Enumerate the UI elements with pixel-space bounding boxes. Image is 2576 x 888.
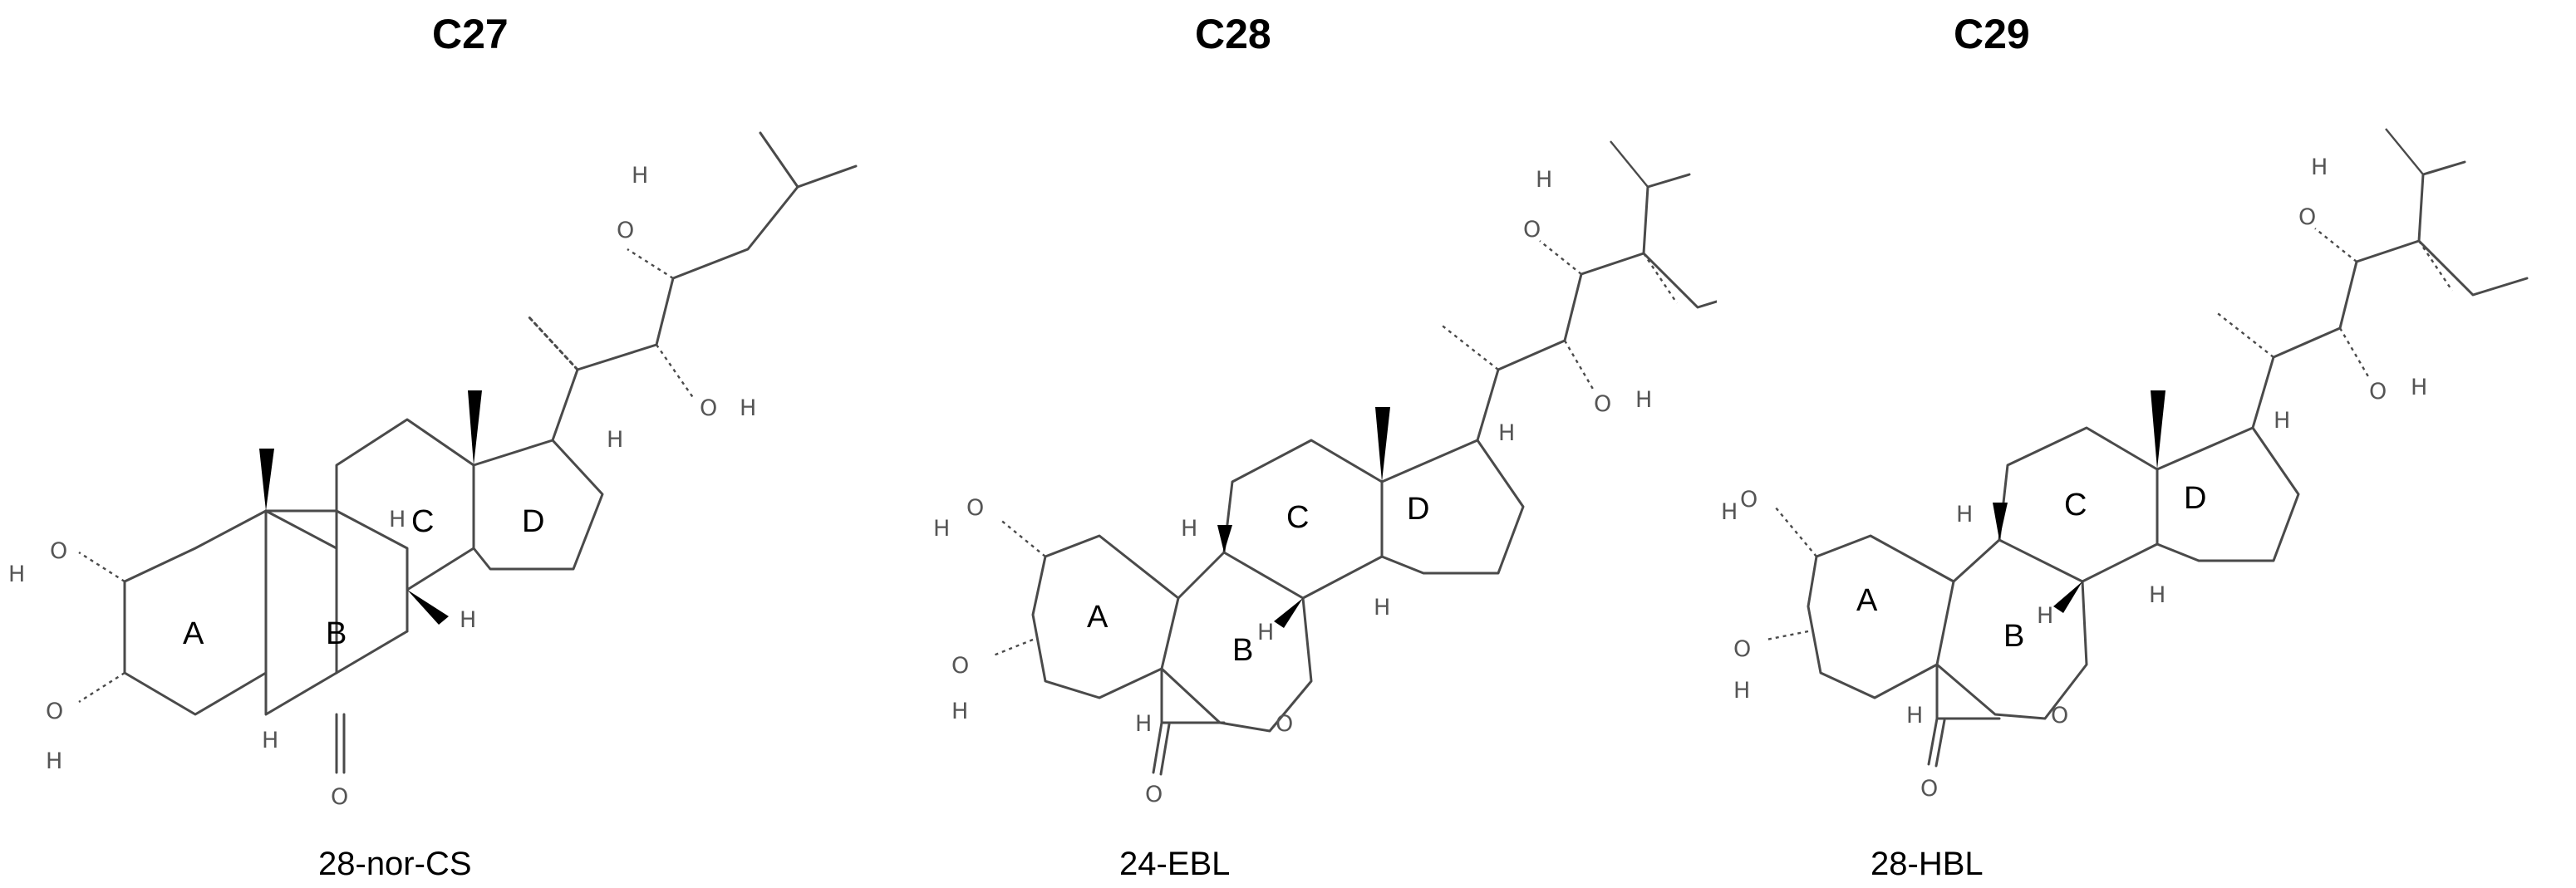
oxygen-atom-label: O (2298, 204, 2316, 230)
oxygen-atom-label: O (1740, 487, 1757, 513)
hydrogen-atom-label: H (1135, 711, 1152, 737)
hydrogen-atom-label: H (1906, 703, 1923, 729)
oxygen-atom-label: O (951, 653, 969, 679)
ring-label-c: C (411, 504, 434, 539)
ring-label-d: D (1407, 492, 1429, 527)
hydrogen-atom-label: H (2037, 603, 2053, 629)
hydrogen-atom-label: H (1635, 387, 1652, 413)
ring-label-c: C (2064, 488, 2087, 522)
hydrogen-atom-label: H (46, 748, 62, 774)
hydrogen-atom-label: H (262, 728, 278, 753)
hydrogen-atom-label: H (1956, 502, 1973, 527)
hydrogen-atom-label: H (2411, 375, 2427, 400)
ring-label-b: B (2003, 619, 2024, 654)
oxygen-atom-label: O (1145, 782, 1163, 807)
oxygen-atom-label: O (1920, 776, 1938, 802)
panel-title: C27 (432, 11, 509, 57)
panel-title: C28 (1195, 11, 1271, 57)
hydrogen-atom-label: H (951, 699, 968, 724)
ring-label-a: A (1856, 583, 1878, 618)
oxygen-atom-label: O (50, 538, 67, 564)
hydrogen-atom-label: H (8, 562, 25, 587)
hydrogen-atom-label: H (740, 395, 756, 421)
ring-label-b: B (1232, 633, 1253, 668)
hydrogen-atom-label: H (1181, 516, 1197, 542)
hydrogen-atom-label: H (1721, 499, 1738, 525)
ring-label-b: B (326, 616, 347, 651)
hydrogen-atom-label: H (460, 607, 476, 633)
oxygen-atom-label: O (46, 699, 63, 724)
oxygen-atom-label: O (1276, 711, 1293, 737)
structure-24-ebl: O O O H O H O H O H H H H H H A B C (933, 140, 1717, 807)
ring-label-a: A (183, 616, 204, 651)
oxygen-atom-label: O (966, 495, 984, 521)
panel-caption: 28-HBL (1871, 846, 1984, 882)
structure-28-hbl: O O O H O H O H O H H H H H H A B C (1721, 128, 2529, 802)
ring-label-c: C (1286, 500, 1309, 535)
hydrogen-atom-label: H (2311, 155, 2328, 180)
oxygen-atom-label: O (2369, 379, 2387, 405)
hydrogen-atom-label: H (607, 427, 623, 453)
ring-label-d: D (522, 504, 544, 539)
oxygen-atom-label: O (331, 784, 348, 810)
panel-title: C29 (1954, 11, 2030, 57)
oxygen-atom-label: O (1523, 217, 1541, 243)
molecule-panel-c29: C29 O O O H O H O H O (1717, 0, 2575, 888)
ring-label-d: D (2184, 481, 2206, 516)
ring-label-a: A (1087, 600, 1109, 635)
hydrogen-atom-label: H (933, 516, 950, 542)
oxygen-atom-label: O (617, 218, 634, 243)
hydrogen-atom-label: H (389, 507, 406, 532)
panel-caption: 24-EBL (1119, 846, 1231, 882)
oxygen-atom-label: O (1594, 391, 1611, 417)
oxygen-atom-label: O (2051, 703, 2068, 729)
panel-caption: 28-nor-CS (318, 846, 472, 882)
hydrogen-atom-label: H (1374, 595, 1390, 621)
oxygen-atom-label: O (700, 395, 717, 421)
hydrogen-atom-label: H (1498, 420, 1515, 446)
hydrogen-atom-label: H (1257, 620, 1274, 645)
hydrogen-atom-label: H (1536, 167, 1552, 193)
molecule-panel-c28: C28 O O O H O H O H O (858, 0, 1717, 888)
hydrogen-atom-label: H (1733, 678, 1750, 704)
hydrogen-atom-label: H (2149, 582, 2166, 608)
molecule-panel-c27: C27 O O H O H O H O H (0, 0, 858, 888)
hydrogen-atom-label: H (632, 163, 648, 189)
structure-28-nor-cs: O O H O H O H O H H H H H A B C D (8, 131, 858, 810)
hydrogen-atom-label: H (2274, 408, 2290, 434)
oxygen-atom-label: O (1733, 636, 1751, 662)
